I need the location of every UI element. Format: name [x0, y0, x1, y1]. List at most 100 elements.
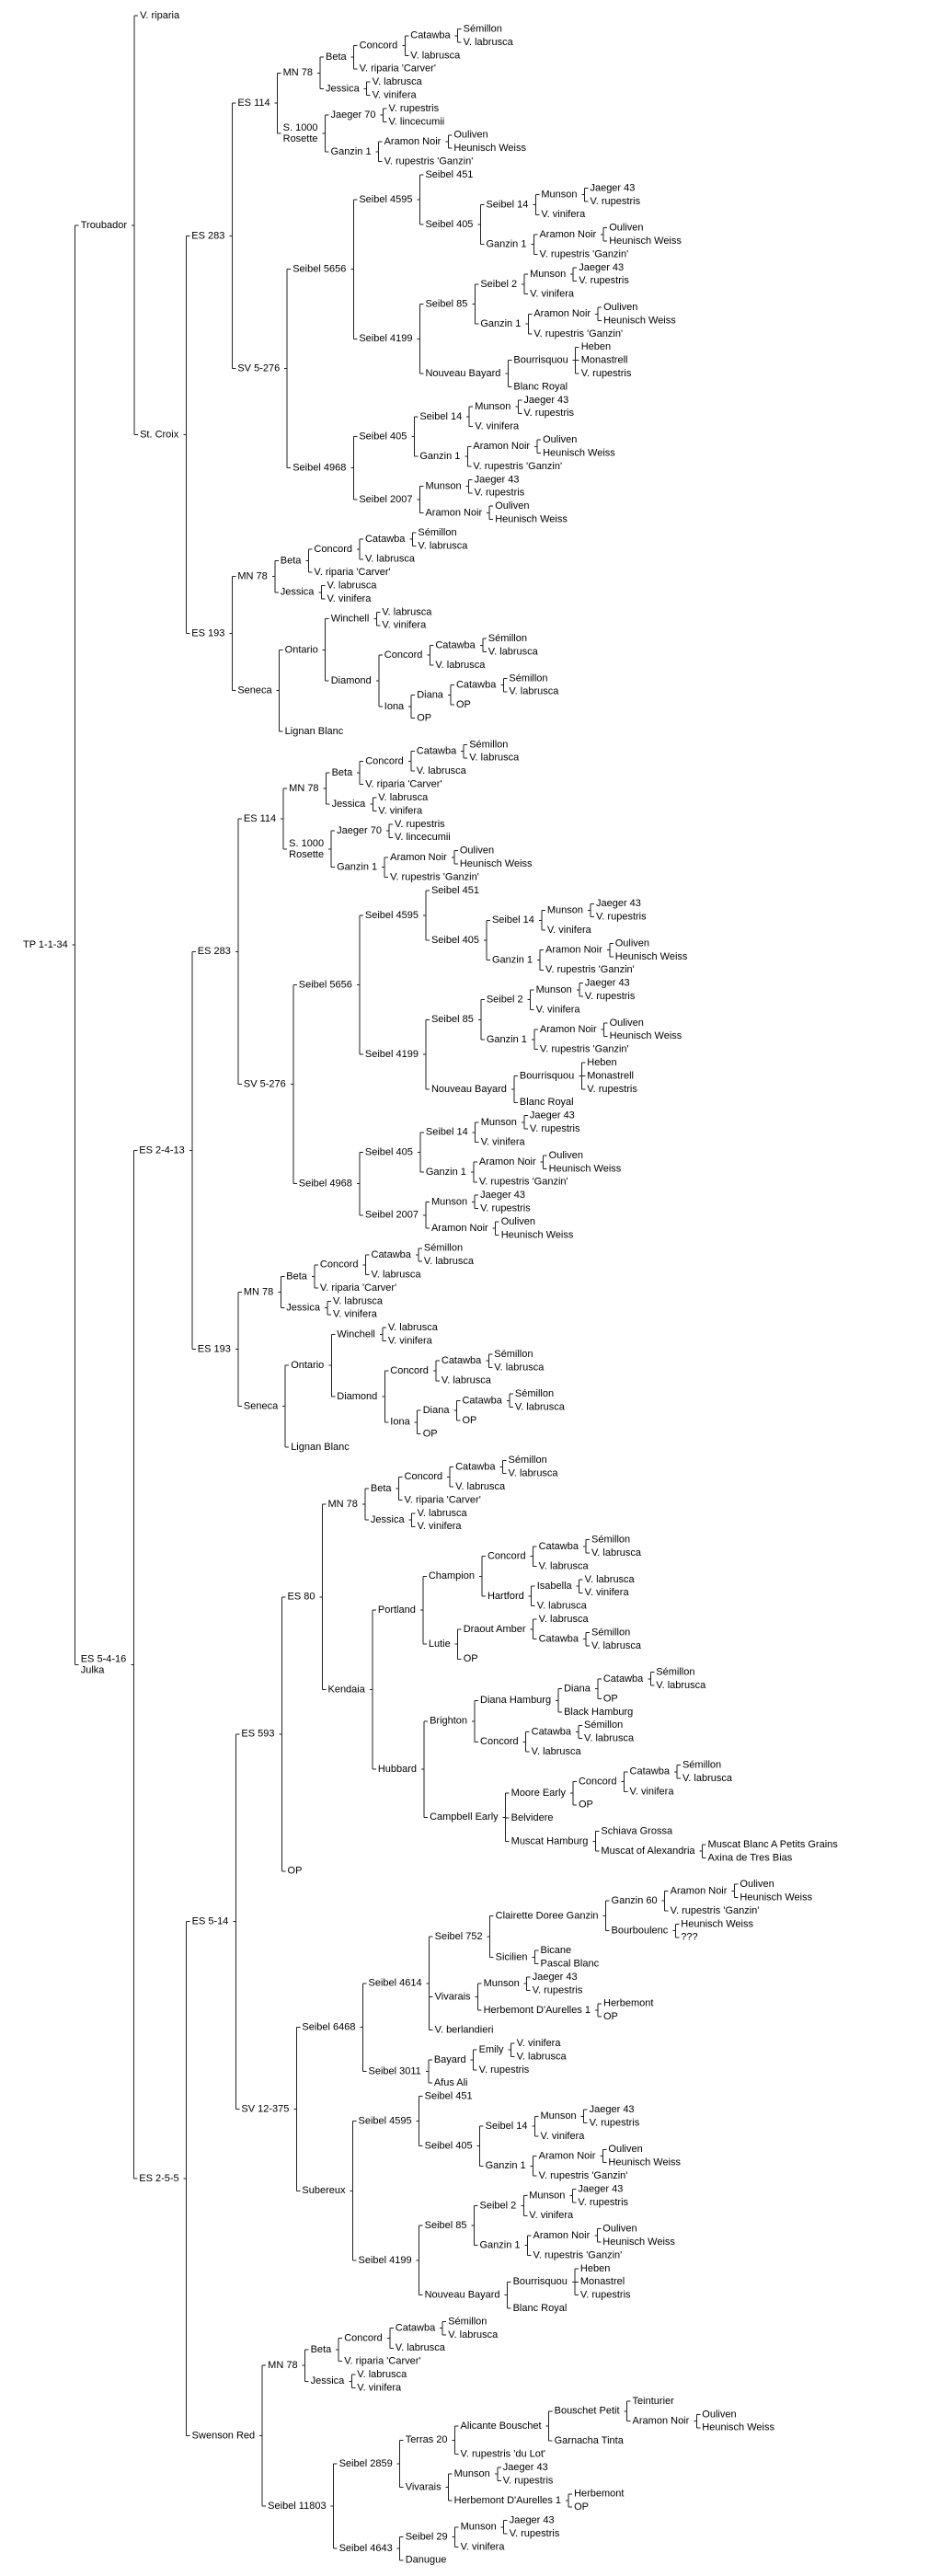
node-label-catawba: Catawba — [435, 639, 476, 650]
node-label-seibel-4968: Seibel 4968 — [299, 1178, 352, 1189]
node-label-v-labrusca: V. labrusca — [464, 37, 514, 48]
node-label-munson: Munson — [431, 1196, 467, 1207]
node-label-seibel-451: Seibel 451 — [425, 2091, 473, 2102]
node-label-v-labrusca: V. labrusca — [448, 2329, 499, 2340]
node-label-beta: Beta — [332, 767, 354, 778]
node-label-jessica: Jessica — [311, 2375, 346, 2386]
node-label-heunisch-weiss: Heunisch Weiss — [543, 447, 615, 458]
node-label-v-rupestris-ganzin: V. rupestris 'Ganzin' — [545, 964, 635, 975]
node-label-heunisch-weiss: Heunisch Weiss — [602, 2237, 675, 2248]
node-label-v-rupestris: V. rupestris — [580, 2290, 631, 2301]
node-label-heunisch-weiss: Heunisch Weiss — [603, 315, 676, 326]
node-label-semillon: Sémillon — [494, 1349, 533, 1360]
node-label-seibel-2: Seibel 2 — [480, 279, 517, 290]
node-label-seibel-2: Seibel 2 — [479, 2200, 516, 2211]
node-label-vivarais: Vivarais — [435, 1992, 471, 2003]
node-label-v-lincecumii: V. lincecumii — [395, 832, 451, 843]
node-label-es-114: ES 114 — [237, 98, 270, 109]
node-label-nouveau-bayard: Nouveau Bayard — [425, 2290, 500, 2301]
node-label-v-rupestris-ganzin: V. rupestris 'Ganzin' — [384, 156, 474, 167]
node-label-concord: Concord — [579, 1776, 617, 1787]
node-label-es-193: ES 193 — [198, 1343, 231, 1354]
node-label-v-rupestris-du-lot: V. rupestris 'du Lot' — [461, 2448, 545, 2459]
node-label-blanc-royal: Blanc Royal — [520, 1097, 574, 1108]
node-label-bourrisquou: Bourrisquou — [513, 355, 568, 366]
node-label-semillon: Sémillon — [682, 1759, 721, 1770]
node-label-ontario: Ontario — [285, 644, 318, 655]
node-label-jaeger-43: Jaeger 43 — [579, 262, 624, 273]
node-label-v-labrusca: V. labrusca — [365, 554, 416, 565]
node-label-seibel-85: Seibel 85 — [425, 298, 467, 309]
node-label-ouliven: Ouliven — [702, 2409, 736, 2420]
node-label-v-rupestris: V. rupestris — [533, 1984, 583, 1995]
node-label-v-rupestris-ganzin: V. rupestris 'Ganzin' — [533, 328, 623, 339]
node-label-v-vinifera: V. vinifera — [541, 209, 586, 220]
node-label-seneca: Seneca — [237, 685, 272, 696]
node-label-munson: Munson — [541, 190, 577, 201]
node-label-tp-1-1-34: TP 1-1-34 — [23, 939, 68, 950]
node-label-lignan-blanc: Lignan Blanc — [291, 1442, 350, 1453]
node-label-es-283: ES 283 — [198, 946, 231, 957]
node-label-monastrell: Monastrell — [581, 355, 628, 366]
node-label-danugue: Danugue — [406, 2555, 447, 2566]
node-label-herbemont-d-aurelles-1: Herbemont D'Aurelles 1 — [454, 2495, 561, 2506]
node-label-iona: Iona — [390, 1417, 410, 1428]
node-label-ontario: Ontario — [291, 1360, 324, 1371]
node-label-semillon: Sémillon — [509, 673, 547, 684]
node-label-semillon: Sémillon — [448, 2316, 487, 2327]
node-label-seibel-14: Seibel 14 — [426, 1127, 468, 1138]
node-label-aramon-noir: Aramon Noir — [671, 1885, 728, 1896]
node-label-heben: Heben — [580, 2263, 610, 2274]
node-label-jaeger-43: Jaeger 43 — [510, 2514, 555, 2525]
node-label-jaeger-70: Jaeger 70 — [331, 109, 376, 121]
node-label-seibel-2007: Seibel 2007 — [359, 494, 412, 505]
node-label-v-labrusca: V. labrusca — [532, 1746, 582, 1757]
node-label-bourboulenc: Bourboulenc — [612, 1926, 669, 1937]
node-label-munson: Munson — [529, 2191, 565, 2202]
node-label-aramon-noir: Aramon Noir — [425, 507, 482, 518]
node-label-v-labrusca: V. labrusca — [424, 1256, 475, 1267]
node-label-op: OP — [574, 2501, 589, 2513]
node-label-heunisch-weiss: Heunisch Weiss — [609, 236, 682, 247]
node-label-seibel-451: Seibel 451 — [431, 885, 479, 896]
node-label-bourrisquou: Bourrisquou — [520, 1070, 574, 1081]
node-label-op: OP — [579, 1800, 593, 1811]
node-label-mn-78: MN 78 — [244, 1286, 273, 1297]
node-label-pascal-blanc: Pascal Blanc — [540, 1959, 599, 1970]
node-label-v-labrusca: V. labrusca — [539, 1614, 590, 1625]
node-label-v-labrusca: V. labrusca — [357, 2369, 407, 2380]
node-label-catawba: Catawba — [455, 1461, 496, 1472]
node-label-v-labrusca: V. labrusca — [382, 606, 432, 617]
node-label-ganzin-1: Ganzin 1 — [426, 1167, 466, 1178]
node-label-bourrisquou: Bourrisquou — [513, 2276, 568, 2287]
node-label-heunisch-weiss: Heunisch Weiss — [460, 858, 533, 869]
node-label-v-labrusca: V. labrusca — [396, 2342, 446, 2353]
node-label-troubador: Troubador — [81, 220, 128, 231]
node-label-v-rupestris: V. rupestris — [480, 1202, 531, 1213]
node-label-monastrell: Monastrell — [587, 1070, 634, 1081]
node-label-catawba: Catawba — [410, 30, 451, 41]
node-label-brighton: Brighton — [430, 1716, 467, 1727]
node-label-v-vinifera: V. vinifera — [327, 593, 372, 604]
node-label-v-labrusca: V. labrusca — [515, 1402, 566, 1413]
node-label-mn-78: MN 78 — [327, 1499, 357, 1510]
node-label-v-riparia-carver: V. riparia 'Carver' — [344, 2356, 420, 2367]
node-label-beta: Beta — [286, 1271, 308, 1282]
node-label-ouliven: Ouliven — [495, 500, 529, 512]
node-label-v-labrusca: V. labrusca — [327, 580, 377, 591]
node-label-jaeger-43: Jaeger 43 — [523, 395, 568, 406]
node-label-seibel-4595: Seibel 4595 — [365, 910, 419, 921]
node-label-op: OP — [462, 1415, 476, 1426]
node-label-v-rupestris: V. rupestris — [475, 488, 525, 499]
node-label-seibel-405: Seibel 405 — [425, 219, 473, 230]
node-label-es-283: ES 283 — [191, 230, 224, 241]
node-label-seibel-4199: Seibel 4199 — [359, 2255, 412, 2266]
node-label-beta: Beta — [371, 1483, 393, 1494]
node-label-ouliven: Ouliven — [603, 302, 637, 313]
node-label-seibel-85: Seibel 85 — [431, 1014, 474, 1025]
node-label-v-vinifera: V. vinifera — [529, 2210, 574, 2221]
node-label-ouliven: Ouliven — [740, 1879, 774, 1890]
node-label-v-rupestris-ganzin: V. rupestris 'Ganzin' — [390, 871, 479, 882]
node-label-catawba: Catawba — [603, 1673, 644, 1685]
